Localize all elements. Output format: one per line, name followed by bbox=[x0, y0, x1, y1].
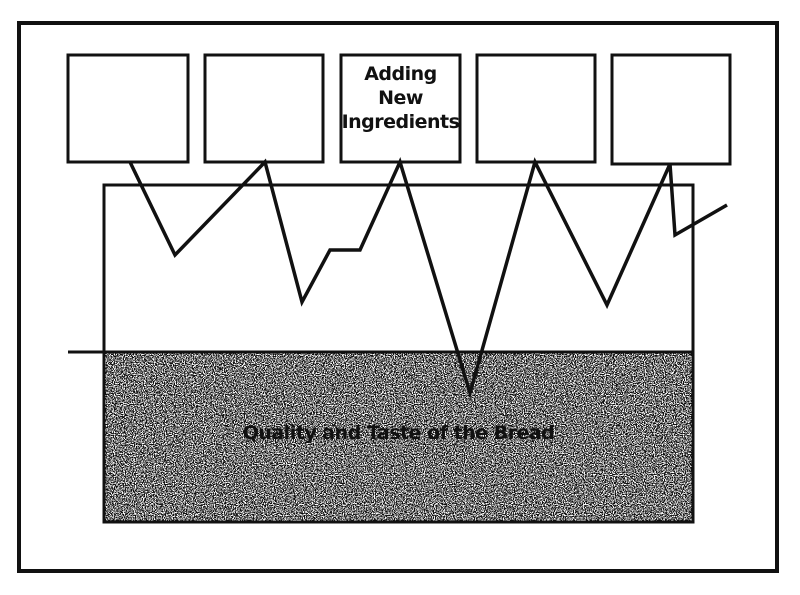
outer-frame bbox=[17, 21, 779, 573]
box-4 bbox=[475, 53, 597, 164]
box-5 bbox=[610, 53, 732, 166]
bread-quality-area bbox=[104, 352, 693, 522]
box-1 bbox=[66, 53, 190, 164]
quality-zigzag-line bbox=[128, 157, 728, 400]
area-label-quality-and-taste: Quality and Taste of the Bread bbox=[242, 422, 555, 444]
box-label-adding-new-ingredients: Adding New Ingredients bbox=[341, 63, 460, 133]
box-2 bbox=[203, 53, 325, 164]
box-3-adding-new-ingredients bbox=[339, 53, 462, 164]
